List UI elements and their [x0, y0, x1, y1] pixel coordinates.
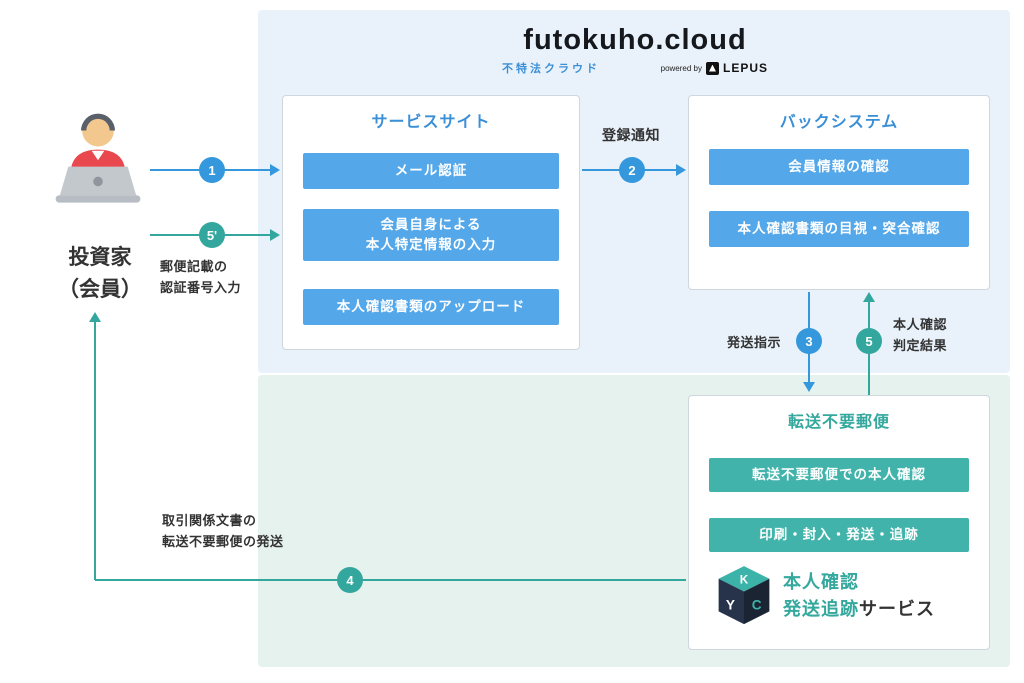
kyc-service-logo: K Y C 本人確認 発送追跡サービス [715, 564, 935, 628]
lepus-logo-icon [705, 61, 719, 75]
step-3-label: 発送指示 [727, 335, 782, 350]
brand-suffix: .cloud [655, 24, 747, 56]
investor-label: 投資家 （会員） [58, 246, 142, 301]
arrow-2-head [676, 164, 686, 176]
arrow-1-head [270, 164, 280, 176]
kyc-line2-accent: 発送追跡 [783, 599, 859, 619]
back-system-box: バックシステム 会員情報の確認 本人確認書類の目視・突合確認 [688, 95, 990, 290]
arrow-4-hline [95, 579, 686, 581]
brand-name: futokuho [523, 24, 656, 56]
email-auth-step: メール認証 [303, 153, 559, 189]
kyc-cube-icon: K Y C [718, 566, 770, 625]
kyc-letter-y: Y [726, 598, 735, 613]
back-system-title: バックシステム [779, 114, 899, 131]
member-info-check-step: 会員情報の確認 [709, 149, 969, 185]
step-5p-label: 郵便記載の 認証番号入力 [160, 259, 242, 296]
arrow-4-vline [94, 322, 96, 580]
kyc-line2-rest: サービス [859, 599, 935, 619]
mail-service-box: 転送不要郵便 転送不要郵便での本人確認 印刷・封入・発送・追跡 K Y C 本人… [688, 395, 990, 650]
kyc-letter-c: C [752, 598, 762, 613]
arrow-5p-head [270, 229, 280, 241]
identity-input-step: 会員自身による 本人特定情報の入力 [303, 209, 559, 261]
step-5p-badge: 5' [199, 222, 225, 248]
brand-subtitle: 不特法クラウド [502, 63, 600, 75]
step-2-badge: 2 [619, 157, 645, 183]
kyc-letter-k: K [740, 573, 749, 586]
step-4-badge: 4 [337, 567, 363, 593]
logo-block: futokuho.cloud 不特法クラウド powered by LEPUS [500, 24, 770, 76]
investor-person-icon [55, 113, 141, 203]
document-upload-step: 本人確認書類のアップロード [303, 289, 559, 325]
mail-service-title: 転送不要郵便 [787, 414, 890, 431]
arrow-5-head [863, 292, 875, 302]
service-site-box: サービスサイト メール認証 会員自身による 本人特定情報の入力 本人確認書類のア… [282, 95, 580, 350]
mail-identity-check-step: 転送不要郵便での本人確認 [709, 458, 969, 492]
brand-logo: futokuho.cloud [500, 24, 770, 57]
step-5-badge: 5 [856, 328, 882, 354]
kyc-service-name: 本人確認 発送追跡サービス [783, 569, 935, 623]
print-ship-track-step: 印刷・封入・発送・追跡 [709, 518, 969, 552]
arrow-4-head [89, 312, 101, 322]
kyc-line1: 本人確認 [783, 572, 859, 592]
step-5-label: 本人確認 判定結果 [893, 317, 948, 354]
document-visual-check-step: 本人確認書類の目視・突合確認 [709, 211, 969, 247]
step-3-badge: 3 [796, 328, 822, 354]
service-site-title: サービスサイト [371, 114, 491, 131]
step-1-badge: 1 [199, 157, 225, 183]
arrow-3-head [803, 382, 815, 392]
powered-by-block: powered by LEPUS [661, 61, 768, 75]
powered-by-label: powered by [660, 63, 702, 73]
step-2-label: 登録通知 [602, 127, 660, 143]
lepus-label: LEPUS [722, 61, 768, 75]
step-4-label: 取引関係文書の 転送不要郵便の発送 [162, 513, 284, 550]
